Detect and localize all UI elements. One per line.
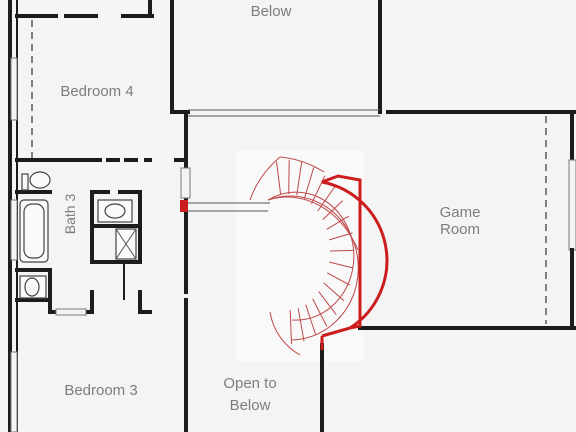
stair-tread xyxy=(318,291,337,316)
stair-tread xyxy=(312,298,328,327)
stair-tread xyxy=(296,161,303,196)
toilet-tank xyxy=(21,173,29,191)
stair-tread xyxy=(303,167,315,199)
exterior-walls xyxy=(8,0,18,432)
window-game-room xyxy=(568,159,576,251)
railing-post-left xyxy=(180,200,188,212)
stair-tread xyxy=(289,309,292,344)
top-walls xyxy=(15,0,576,117)
stair-tread xyxy=(297,308,305,342)
label-game-room-1: Game xyxy=(440,204,481,221)
door-bath-lower xyxy=(55,308,87,316)
label-bedroom3: Bedroom 3 xyxy=(64,382,137,399)
stair-tread xyxy=(288,159,290,195)
vanity-sink-bowl xyxy=(104,203,126,219)
window-bedroom4 xyxy=(10,57,18,121)
bath3-fixtures xyxy=(19,171,137,316)
stair-railing-accent xyxy=(180,174,389,350)
stair-tread xyxy=(322,200,344,220)
window-bedroom3 xyxy=(10,351,18,432)
bedroom4-walls xyxy=(15,20,191,432)
stair-tread xyxy=(305,304,317,336)
stair-tread xyxy=(329,261,354,269)
bathtub-inner xyxy=(23,203,45,259)
open-to-below-area xyxy=(236,150,364,362)
label-game-room-2: Room xyxy=(440,221,480,238)
label-open-below-1: Open to xyxy=(223,375,276,392)
stair-tread xyxy=(326,272,350,286)
stair-tread xyxy=(323,282,345,302)
label-below-top: Below xyxy=(251,3,292,20)
stair-tread xyxy=(329,249,355,252)
label-bath3: Bath 3 xyxy=(62,194,78,235)
hall-walls xyxy=(188,202,324,432)
sink-bowl-lower xyxy=(24,277,40,297)
stair-tread xyxy=(317,186,336,212)
game-room-walls xyxy=(358,114,576,330)
label-bedroom4: Bedroom 4 xyxy=(60,83,133,100)
toilet-bowl xyxy=(29,171,51,189)
label-open-below-2: Below xyxy=(230,397,271,414)
stair-tread xyxy=(326,215,350,230)
curved-staircase xyxy=(249,156,359,356)
stair-tread xyxy=(276,161,282,195)
door-bedroom-hall xyxy=(180,167,191,199)
stair-tread xyxy=(328,232,353,241)
window-bath3 xyxy=(10,199,18,261)
